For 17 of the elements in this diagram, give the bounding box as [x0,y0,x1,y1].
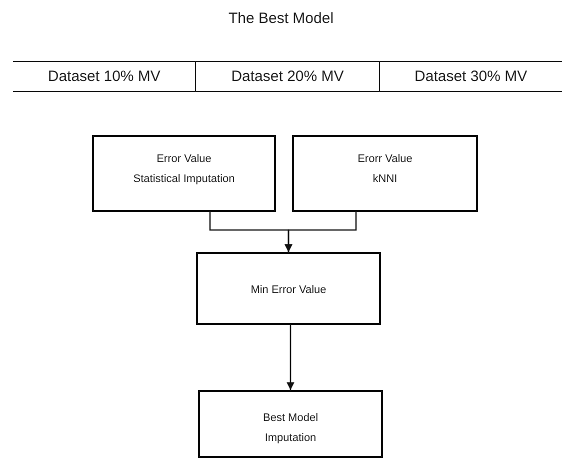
arrow [286,325,294,390]
arrow [284,212,357,252]
process-box [92,135,276,212]
box-text: kNNI [372,172,398,187]
box-text: Min Error Value [250,283,326,298]
table-cell: Dataset 30% MV [378,62,562,91]
box-text: Statistical Imputation [133,172,235,187]
table-cell-text: Dataset 10% MV [46,67,162,87]
diagram-title: The Best Model [227,10,335,27]
table-cell: Dataset 20% MV [195,62,379,91]
box-text: Best Model [262,411,318,426]
box-text: Error Value [156,152,212,167]
process-box [196,252,381,325]
process-box [292,135,478,212]
process-box [198,390,383,458]
box-text: Erorr Value [358,152,412,167]
box-text: Imputation [264,431,316,446]
